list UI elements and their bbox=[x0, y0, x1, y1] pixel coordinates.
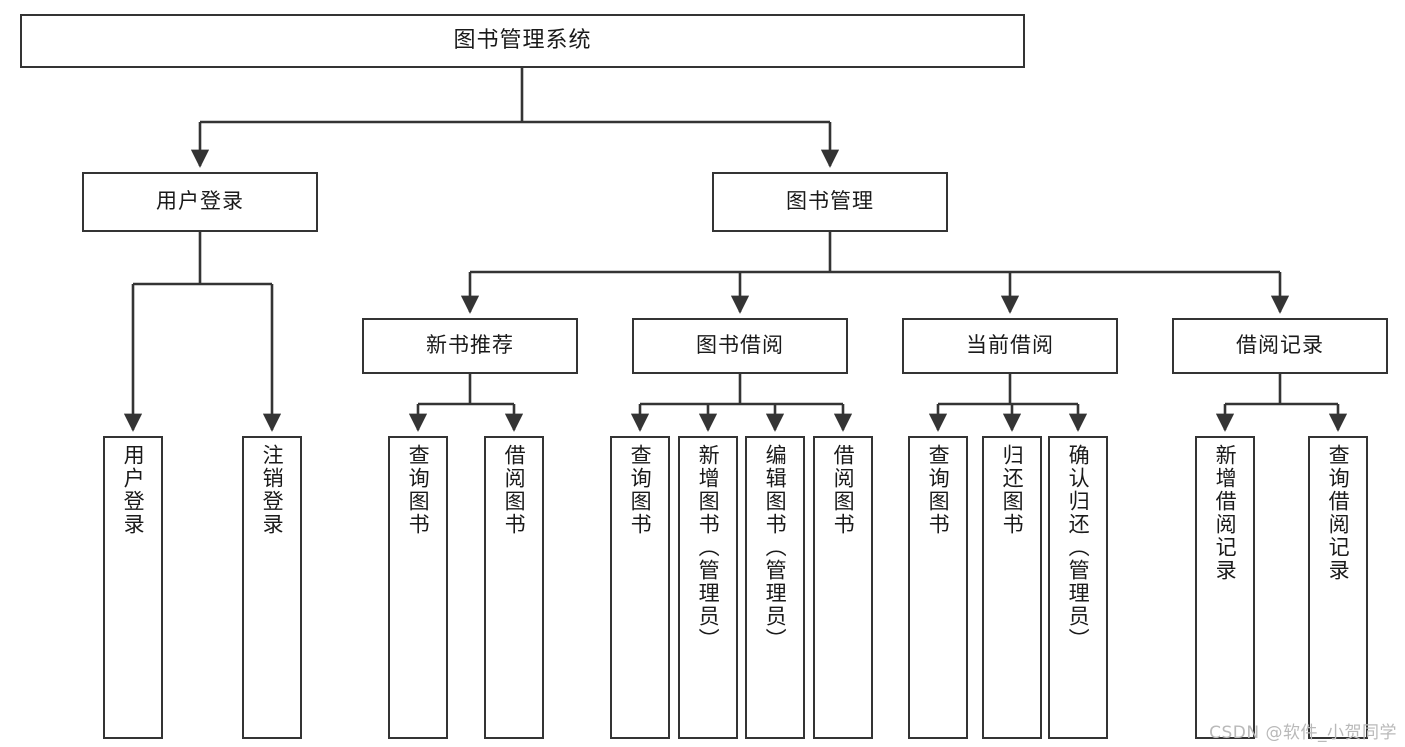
node-leaf-borrow-edit[interactable]: 编辑图书（管理员） bbox=[745, 436, 805, 739]
node-leaf-cur-return-label: 归还图书 bbox=[1000, 444, 1025, 536]
node-book-borrow[interactable]: 图书借阅 bbox=[632, 318, 848, 374]
node-leaf-cur-return[interactable]: 归还图书 bbox=[982, 436, 1042, 739]
node-leaf-rec-query-label: 查询图书 bbox=[406, 444, 431, 536]
node-leaf-borrow-lend-label: 借阅图书 bbox=[831, 444, 856, 536]
node-leaf-borrow-query-label: 查询图书 bbox=[628, 444, 653, 536]
node-current-borrow[interactable]: 当前借阅 bbox=[902, 318, 1118, 374]
node-leaf-rec-borrow[interactable]: 借阅图书 bbox=[484, 436, 544, 739]
node-leaf-cur-query-label: 查询图书 bbox=[926, 444, 951, 536]
node-leaf-cur-query[interactable]: 查询图书 bbox=[908, 436, 968, 739]
node-book-manage[interactable]: 图书管理 bbox=[712, 172, 948, 232]
node-leaf-borrow-query[interactable]: 查询图书 bbox=[610, 436, 670, 739]
node-leaf-cur-confirm[interactable]: 确认归还（管理员） bbox=[1048, 436, 1108, 739]
node-current-borrow-label: 当前借阅 bbox=[966, 333, 1054, 358]
node-root-label: 图书管理系统 bbox=[453, 27, 592, 53]
node-user-login[interactable]: 用户登录 bbox=[82, 172, 318, 232]
node-new-book-rec-label: 新书推荐 bbox=[426, 333, 514, 358]
node-user-login-label: 用户登录 bbox=[156, 189, 244, 214]
node-book-borrow-label: 图书借阅 bbox=[696, 333, 784, 358]
node-leaf-user-login-label: 用户登录 bbox=[121, 444, 146, 536]
node-leaf-rec-borrow-label: 借阅图书 bbox=[502, 444, 527, 536]
node-leaf-rec-add-label: 新增借阅记录 bbox=[1213, 444, 1238, 582]
node-borrow-record-label: 借阅记录 bbox=[1236, 333, 1324, 358]
node-new-book-rec[interactable]: 新书推荐 bbox=[362, 318, 578, 374]
node-root[interactable]: 图书管理系统 bbox=[20, 14, 1025, 68]
watermark: CSDN @软件_小贺同学 bbox=[1209, 723, 1397, 743]
node-leaf-rec-query[interactable]: 查询图书 bbox=[388, 436, 448, 739]
node-leaf-user-login[interactable]: 用户登录 bbox=[103, 436, 163, 739]
node-leaf-rec-find-label: 查询借阅记录 bbox=[1326, 444, 1351, 582]
node-leaf-user-logout-label: 注销登录 bbox=[260, 444, 285, 536]
node-leaf-borrow-edit-label: 编辑图书（管理员） bbox=[763, 444, 788, 651]
node-leaf-borrow-lend[interactable]: 借阅图书 bbox=[813, 436, 873, 739]
node-leaf-borrow-add[interactable]: 新增图书（管理员） bbox=[678, 436, 738, 739]
node-leaf-rec-add[interactable]: 新增借阅记录 bbox=[1195, 436, 1255, 739]
node-leaf-cur-confirm-label: 确认归还（管理员） bbox=[1066, 444, 1091, 651]
node-leaf-user-logout[interactable]: 注销登录 bbox=[242, 436, 302, 739]
node-borrow-record[interactable]: 借阅记录 bbox=[1172, 318, 1388, 374]
node-leaf-borrow-add-label: 新增图书（管理员） bbox=[696, 444, 721, 651]
node-book-manage-label: 图书管理 bbox=[786, 189, 874, 214]
node-leaf-rec-find[interactable]: 查询借阅记录 bbox=[1308, 436, 1368, 739]
